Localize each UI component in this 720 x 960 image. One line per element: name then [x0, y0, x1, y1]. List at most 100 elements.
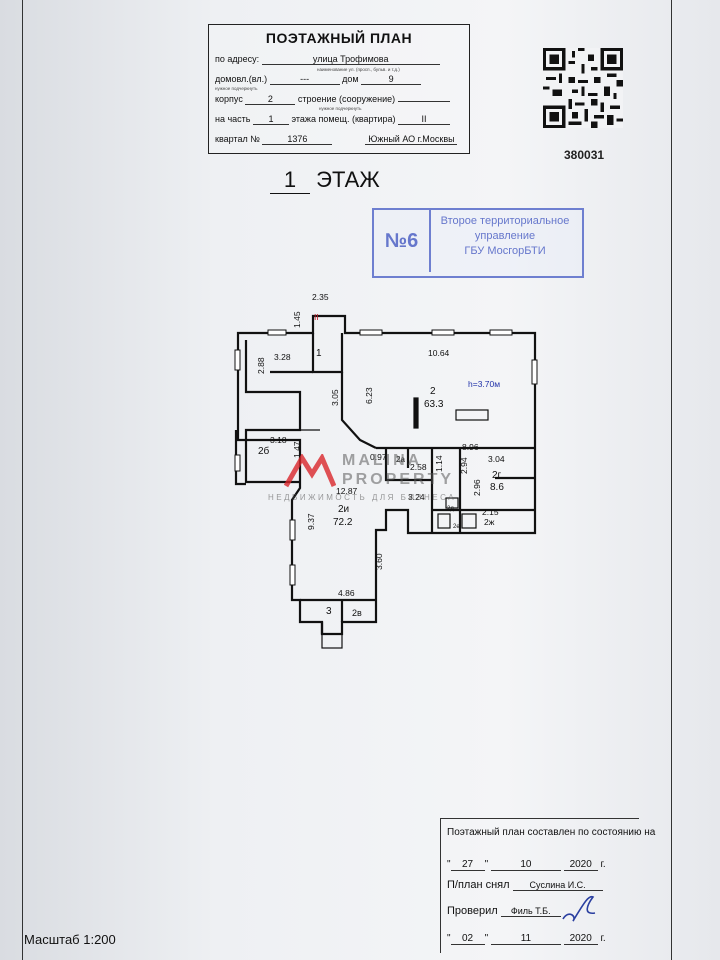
document-number: 380031 [564, 148, 605, 162]
kvartal-value: 1376 [262, 134, 333, 145]
floor-number: 1 [270, 167, 310, 194]
stamp-line-2: управление [474, 230, 536, 242]
address-value: улица Трофимова [261, 54, 440, 65]
check-year-suffix: г. [600, 933, 606, 944]
domovl-row: домовл.(вл.) --- дом 9 [215, 74, 422, 85]
kvartal-label: квартал № [215, 134, 260, 144]
address-label: по адресу: [215, 54, 260, 64]
dim-2-88: 2.88 [256, 357, 266, 374]
plan-labels: 2.35 1.45 II 10.64 2.88 3.28 1 2 63.3 6.… [256, 292, 505, 618]
domovl-value: --- [269, 74, 340, 85]
check-year: 2020 [563, 933, 598, 945]
etazh-label: этажа помещ. (квартира) [291, 114, 396, 124]
signature-block: Поэтажный план составлен по состоянию на… [440, 818, 655, 953]
kvartal-row: квартал № 1376 Южный АО г.Москвы [215, 134, 458, 145]
dim-2-35: 2.35 [312, 292, 329, 302]
dim-4-86: 4.86 [338, 588, 355, 598]
okrug-value: Южный АО г.Москвы [365, 134, 458, 145]
state-year: 2020 [563, 859, 598, 871]
watermark-line-2: PROPERTY [342, 471, 455, 488]
room-2-label: 2 [430, 386, 436, 397]
dim-1-45: 1.45 [292, 311, 302, 328]
plan-fixtures [300, 397, 489, 649]
dim-1-14: 1.14 [434, 455, 444, 472]
dim-3-18: 3.18 [270, 435, 287, 445]
dim-9-37: 9.37 [306, 513, 316, 530]
surveyed-row: П/план снял Суслина И.С. [447, 879, 603, 891]
surveyed-label: П/план снял [447, 879, 510, 891]
stroenie-value [397, 101, 450, 102]
stamp-line-3: ГБУ МосгорБТИ [464, 245, 546, 257]
mark-ii: II [314, 312, 319, 322]
dim-12-87: 12.87 [336, 486, 358, 496]
room-1-label: 1 [316, 348, 322, 359]
room-2a-label: 2а [396, 455, 405, 464]
room-2i-area: 72.2 [333, 517, 353, 528]
dim-3-04: 3.04 [488, 454, 505, 464]
address-hint: наименование ул. (просп., бульв. и т.д.) [317, 67, 400, 72]
address-block: ПОЭТАЖНЫЙ ПЛАН по адресу: улица Трофимов… [208, 24, 470, 154]
floor-word: ЭТАЖ [316, 167, 380, 192]
etazh-value: II [398, 114, 451, 125]
dom-value: 9 [361, 74, 422, 85]
checked-row: Проверил Филь Т.Б. [447, 905, 561, 917]
dim-1-47: 1.47 [292, 441, 302, 458]
stroenie-label: строение (сооружение) [297, 94, 396, 104]
room-2g-area: 8.6 [490, 482, 504, 493]
stamp-number: №6 [374, 210, 431, 272]
checked-label: Проверил [447, 905, 498, 917]
surveyed-name: Суслина И.С. [512, 880, 603, 891]
room-2g-label: 2г [492, 470, 502, 481]
watermark: MALINA PROPERTY НЕДВИЖИМОСТЬ ДЛЯ БИЗНЕСА [262, 452, 462, 504]
dim-10-64: 10.64 [428, 348, 450, 358]
dim-2-58: 2.58 [410, 462, 427, 472]
dim-2-15: 2.15 [482, 507, 499, 517]
dim-3-60: 3.60 [374, 553, 384, 570]
room-2-area: 63.3 [424, 399, 444, 410]
plan-windows [234, 329, 538, 586]
watermark-line-1: MALINA [342, 452, 423, 469]
scale-label: Масштаб 1:200 [24, 932, 116, 947]
document-title: ПОЭТАЖНЫЙ ПЛАН [265, 30, 413, 46]
ceiling-height: h=3.70м [468, 379, 500, 389]
room-2d-label: 2д [447, 506, 454, 512]
chast-value: 1 [253, 114, 289, 125]
room-2zh-label: 2ж [484, 517, 495, 527]
dom-label: дом [342, 74, 359, 84]
dim-8-96: 8.96 [462, 442, 479, 452]
check-month: 11 [490, 933, 561, 945]
dim-3-24: 3.24 [408, 492, 425, 502]
dim-0-97: 0.97 [370, 452, 387, 462]
stamp-text: Второе территориальное управление ГБУ Мо… [432, 214, 578, 259]
state-year-suffix: г. [600, 859, 606, 870]
dim-2-96: 2.96 [472, 479, 482, 496]
korpus-row: корпус 2 строение (сооружение) [215, 94, 450, 105]
state-month: 10 [490, 859, 561, 871]
state-label: Поэтажный план составлен по состоянию на [447, 827, 656, 838]
domovl-hint: нужное подчеркнуть [215, 86, 258, 91]
dim-3-28: 3.28 [274, 352, 291, 362]
dim-2-94: 2.94 [459, 457, 469, 474]
dim-6-23: 6.23 [364, 387, 374, 404]
watermark-line-3: НЕДВИЖИМОСТЬ ДЛЯ БИЗНЕСА [268, 493, 457, 502]
state-date-row: "27" 10 2020 г. [447, 859, 606, 871]
room-3-label: 3 [326, 606, 332, 617]
korpus-value: 2 [245, 94, 296, 105]
stamp-line-1: Второе территориальное [440, 215, 570, 227]
signature-icon [562, 895, 596, 922]
chast-label: на часть [215, 114, 251, 124]
stroenie-hint: нужное подчеркнуть [319, 106, 362, 111]
check-day: 02 [450, 933, 485, 945]
qr-code-icon [543, 48, 623, 128]
room-2b-label: 2б [258, 445, 270, 457]
floor-heading: 1 ЭТАЖ [270, 167, 380, 194]
room-2e-label: 2е [453, 524, 460, 530]
state-day: 27 [450, 859, 485, 871]
checked-name: Филь Т.Б. [500, 906, 561, 917]
check-date-row: "02" 11 2020 г. [447, 933, 606, 945]
room-2v-label: 2в [352, 608, 362, 618]
chast-row: на часть 1 этажа помещ. (квартира) II [215, 114, 451, 125]
page-frame [22, 0, 672, 960]
